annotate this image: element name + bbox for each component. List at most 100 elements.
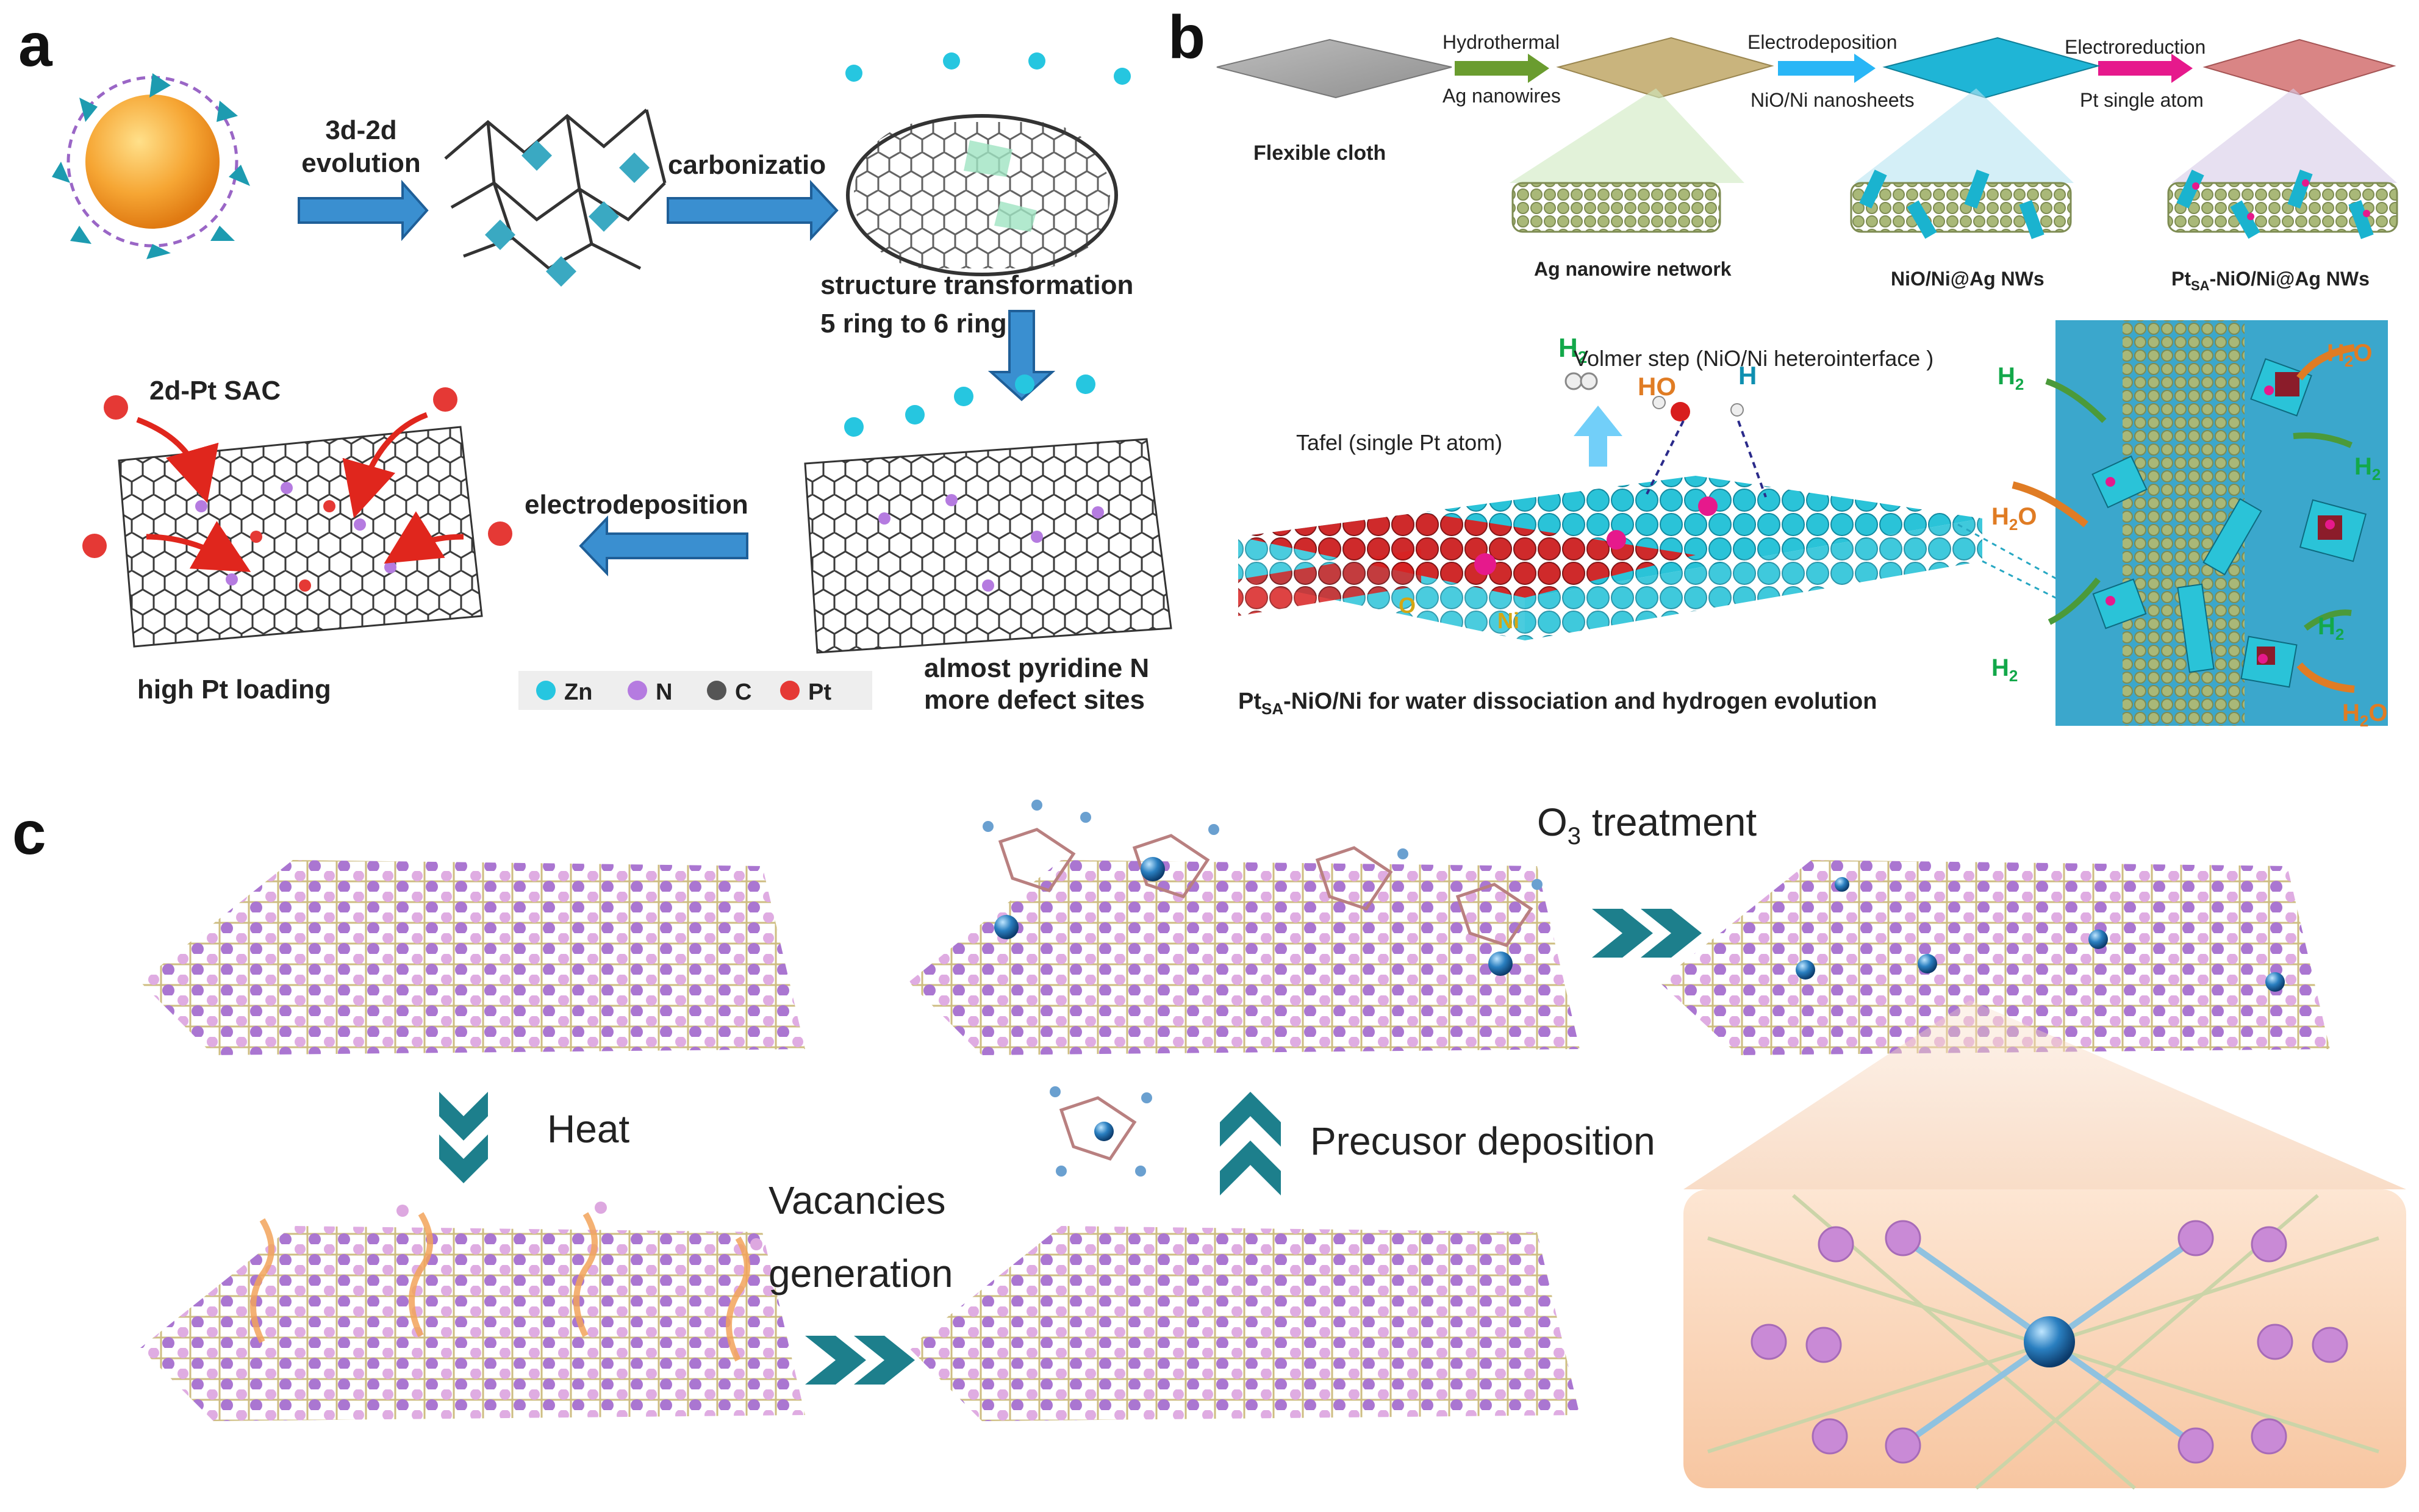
h2o-label-1: H2O	[2327, 340, 2372, 370]
loading-label: high Pt loading	[137, 675, 331, 704]
h2o-label-3: H2O	[2342, 700, 2387, 730]
arrow-carbonization: carbonizatio	[667, 150, 839, 242]
chevron-heat	[439, 1092, 488, 1183]
lattice-heated	[140, 1226, 805, 1421]
zoom-cone-c	[1683, 1000, 2406, 1189]
nanowire-label-ag: Ag nanowire network	[1534, 258, 1732, 280]
arrow1-bottom-label: Ag nanowires	[1442, 85, 1561, 107]
substrate-label: Flexible cloth	[1253, 142, 1386, 165]
2d-framework	[444, 109, 667, 287]
zoom-cone-3	[2171, 88, 2397, 183]
chevron-o3	[1592, 909, 1702, 958]
pt-center-atom	[2024, 1316, 2075, 1367]
transformation-label-2: 5 ring to 6 ring	[820, 309, 1007, 339]
legend-zn-swatch	[536, 681, 556, 700]
precursor-molecule-free	[1050, 1086, 1152, 1177]
h-label: H	[1738, 361, 1757, 390]
nanowire-ag	[1511, 182, 1721, 233]
defect-graphene-sheet	[804, 374, 1172, 654]
legend-pt-swatch	[780, 681, 800, 700]
h2o-label-2: H2O	[1991, 503, 2037, 534]
enlarged-nanowire-panel	[2012, 320, 2388, 726]
carbonization-label: carbonizatio	[668, 150, 826, 180]
lattice-precursor	[909, 860, 1580, 1055]
electrodeposition-label: electrodeposition	[525, 490, 748, 520]
legend-n: N	[656, 679, 672, 705]
lattice-pristine	[140, 860, 805, 1055]
pt-sac-sheet	[82, 387, 512, 648]
chevron-precursor	[1220, 1092, 1281, 1195]
legend-a: Zn N C Pt	[518, 671, 872, 710]
chevron-vacancies	[805, 1336, 915, 1385]
evolution-label-1: 3d-2d	[325, 115, 396, 145]
arrow3-top-label: Electroreduction	[2065, 36, 2206, 58]
vacancies-label-1: Vacancies	[769, 1178, 946, 1222]
nanowire-label-pt: PtSA-NiO/Ni@Ag NWs	[2171, 268, 2370, 293]
ho-label: HO	[1638, 372, 1676, 401]
h2-label-2: H2	[2354, 453, 2381, 484]
atomic-slab	[1238, 476, 1982, 640]
h2-label-3: H2	[1991, 654, 2018, 685]
water-dissociation: HO H	[1638, 361, 1767, 498]
h2-label-4: H2	[2318, 613, 2344, 643]
h2-release: H2	[1558, 333, 1622, 467]
o3-label: O3 treatment	[1537, 800, 1757, 850]
tafel-label: Tafel (single Pt atom)	[1296, 430, 1502, 455]
heat-label: Heat	[547, 1107, 629, 1151]
flexible-cloth-sheet	[1216, 38, 1452, 99]
ejected-atoms	[396, 1202, 762, 1250]
panel-b: b Flexible cloth Hydrothermal Ag nanowir…	[1168, 3, 2398, 730]
defect-caption-1: almost pyridine N	[924, 653, 1149, 683]
legend-c-swatch	[707, 681, 726, 700]
nickel-label: Ni	[1497, 608, 1519, 633]
legend-c: C	[735, 679, 751, 705]
lattice-vacancies	[909, 1226, 1580, 1421]
anchored-pt-atoms	[1796, 877, 2285, 992]
nanowire-nio-ni	[1850, 170, 2072, 239]
arrow3-bottom-label: Pt single atom	[2080, 89, 2204, 111]
oxygen-label: O	[1399, 593, 1416, 618]
legend-pt: Pt	[808, 679, 831, 705]
heat-glow	[250, 1212, 750, 1362]
evolution-label-2: evolution	[301, 148, 421, 178]
arrow2-bottom-label: NiO/Ni nanosheets	[1751, 89, 1915, 111]
coordination-inset	[1683, 1189, 2406, 1490]
process-arrow-1: Hydrothermal Ag nanowires	[1442, 31, 1561, 107]
zoom-cone-2	[1854, 88, 2074, 183]
h2-label-1: H2	[1998, 363, 2024, 393]
arrow-electrodeposition: electrodeposition	[525, 490, 748, 576]
bottom-caption: PtSA-NiO/Ni for water dissociation and h…	[1238, 689, 1877, 718]
arrow2-top-label: Electrodeposition	[1747, 31, 1897, 53]
transformation-label-1: structure transformation	[820, 270, 1133, 300]
h2-label-tafel: H2	[1558, 333, 1587, 367]
process-arrow-3: Electroreduction Pt single atom	[2065, 36, 2206, 111]
link-line-1	[1957, 523, 2080, 593]
arrow1-top-label: Hydrothermal	[1442, 31, 1560, 53]
lattice-treated	[1659, 860, 2330, 1055]
legend-zn: Zn	[564, 679, 592, 705]
nanowire-pt-nio-ni	[2167, 170, 2398, 239]
zif-nanoparticle	[52, 73, 250, 259]
legend-n-swatch	[628, 681, 647, 700]
arrow-3d-2d: 3d-2d evolution	[298, 115, 429, 242]
pt-single-atom	[1474, 553, 1496, 575]
arrow-transformation-down	[987, 310, 1056, 401]
panel-a-label: a	[18, 11, 53, 79]
sac-label: 2d-Pt SAC	[149, 376, 281, 406]
zoom-cone-1	[1510, 88, 1744, 183]
panel-c: c O3 treatment	[12, 799, 2406, 1490]
precursor-molecules	[983, 800, 1543, 976]
process-arrow-2: Electrodeposition NiO/Ni nanosheets	[1747, 31, 1915, 111]
carbon-network	[845, 52, 1131, 276]
volmer-label: Volmer step (NiO/Ni heterointerface )	[1574, 346, 1933, 371]
ag-coated-cloth	[1556, 37, 1774, 99]
panel-c-label: c	[12, 799, 46, 867]
nio-ni-coated-cloth	[1882, 37, 2101, 99]
panel-a: a 3d-2d evolution	[18, 11, 1172, 715]
precursor-label: Precusor deposition	[1310, 1119, 1655, 1163]
panel-b-label: b	[1168, 3, 1205, 71]
defect-caption-2: more defect sites	[924, 685, 1145, 715]
nanowire-label-nio: NiO/Ni@Ag NWs	[1891, 268, 2045, 290]
pt-coated-cloth	[2202, 38, 2396, 96]
